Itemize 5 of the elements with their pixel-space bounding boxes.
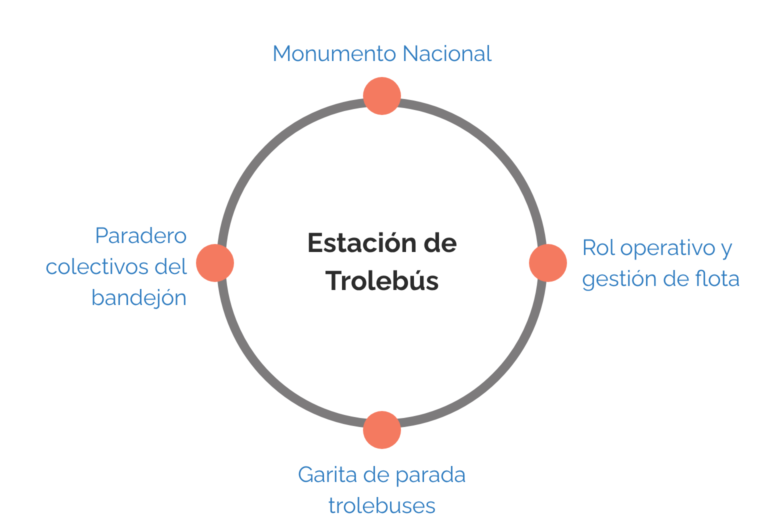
station-label: Garita de parada trolebuses bbox=[296, 461, 468, 521]
station-label: Paradero colectivos del bandejón bbox=[44, 222, 187, 313]
station-label: Rol operativo y gestión de flota bbox=[582, 234, 742, 294]
station-label: Monumento Nacional bbox=[271, 40, 493, 69]
center-title: Estación de Trolebús bbox=[306, 227, 458, 299]
